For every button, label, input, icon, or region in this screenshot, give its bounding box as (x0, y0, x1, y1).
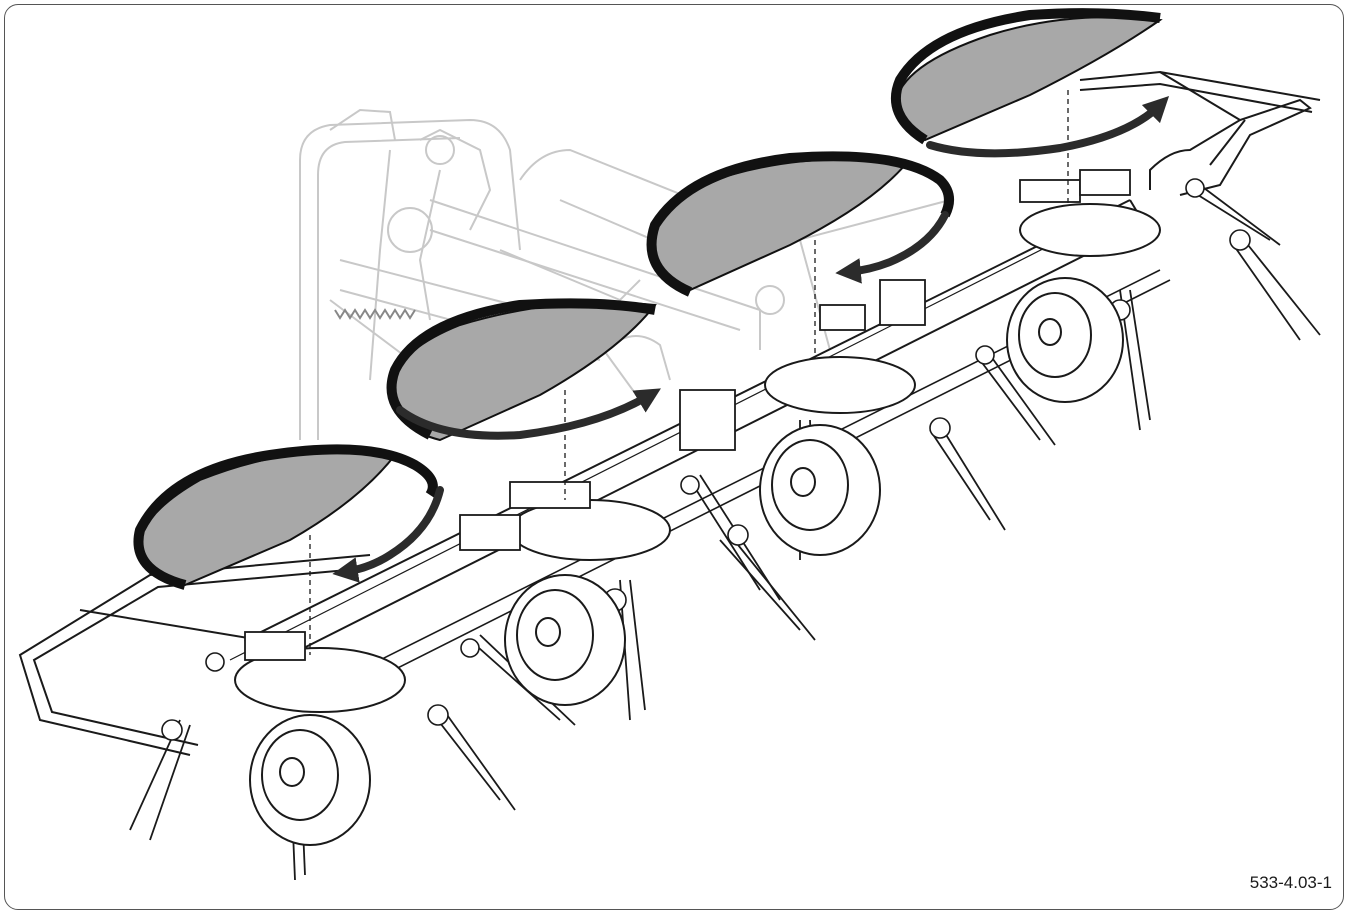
right-guard-rail (1079, 70, 1321, 196)
rotor-shield-4 (891, 8, 1163, 145)
ghosted-spring (334, 308, 416, 320)
gearbox-brackets (244, 169, 1131, 661)
rotor-hubs (234, 203, 1161, 713)
rotor-shield-1 (133, 444, 438, 590)
figure-frame (4, 4, 1344, 910)
rotation-arrow-2-icon (396, 388, 661, 440)
figure-label: 533-4.03-1 (1249, 873, 1332, 892)
rotation-arrow-1-icon (332, 486, 444, 583)
rotor-shield-2 (386, 298, 657, 442)
wheels (249, 277, 1124, 846)
rotation-arrow-4-icon (926, 95, 1170, 158)
rotor-shield-3 (646, 151, 954, 297)
rotation-arrows (332, 95, 1170, 583)
rotation-arrow-3-icon (835, 211, 949, 284)
